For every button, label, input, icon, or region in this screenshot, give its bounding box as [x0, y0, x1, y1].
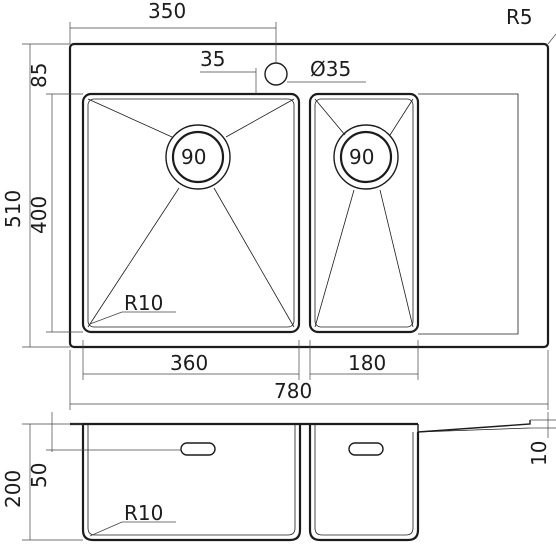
right-bowl-inner [314, 98, 414, 328]
dim-180: 180 [348, 351, 386, 375]
overflow-left [180, 442, 216, 456]
dim-10: 10 [527, 441, 551, 466]
dim-510: 510 [1, 190, 25, 228]
dim-r5: R5 [506, 5, 533, 29]
dim-400: 400 [27, 196, 51, 234]
overflow-right [348, 442, 384, 456]
dim-360: 360 [170, 351, 208, 375]
tap-hole [264, 62, 288, 86]
left-bowl-inner [87, 98, 295, 328]
right-bowl [308, 92, 420, 334]
dim-tap-hole: Ø35 [310, 57, 351, 81]
left-bowl [81, 92, 301, 334]
right-drain [333, 124, 399, 190]
side-dimensions: 200 50 10 R10 [1, 412, 556, 541]
top-view [68, 34, 550, 349]
sink-outline [68, 42, 550, 349]
side-right-bowl [308, 424, 420, 542]
top-dimensions: 350 R5 35 Ø35 85 510 400 90 90 R10 [1, 0, 556, 410]
side-left-bowl [81, 424, 302, 542]
dim-r10-side: R10 [124, 501, 163, 525]
left-drain [165, 124, 231, 190]
dim-200: 200 [1, 470, 25, 508]
dim-85: 85 [27, 63, 51, 88]
side-view [70, 420, 531, 542]
dim-780: 780 [274, 379, 312, 403]
dim-50: 50 [27, 463, 51, 488]
dim-drain-left: 90 [181, 145, 206, 169]
dim-r10-top: R10 [124, 291, 163, 315]
drainboard-line [418, 93, 519, 335]
dim-350: 350 [148, 0, 186, 23]
dim-35: 35 [200, 47, 225, 71]
dim-drain-right: 90 [349, 145, 374, 169]
